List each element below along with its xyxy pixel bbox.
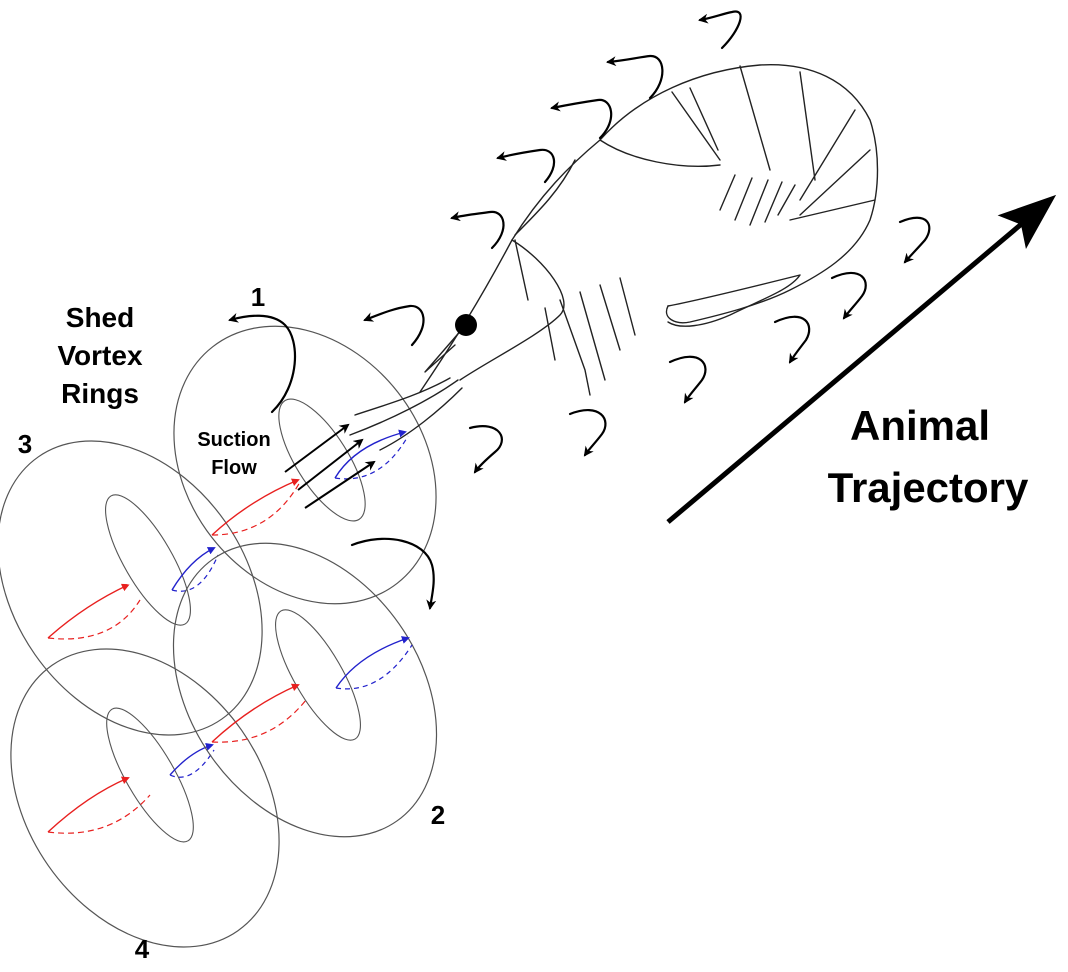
shrimp-illustration — [349, 63, 879, 451]
vortex-ring-2 — [172, 542, 438, 838]
suction-label-line1: Suction — [197, 429, 270, 451]
vortex-ring-4 — [10, 648, 280, 948]
trajectory-arrow — [666, 194, 1057, 524]
trajectory-label-line1: Animal — [850, 402, 990, 449]
vortex-ring-3 — [0, 440, 263, 736]
flow-curl-arrows — [363, 10, 931, 474]
shed-label-line3: Rings — [61, 378, 139, 409]
trajectory-label-line2: Trajectory — [828, 464, 1029, 511]
suction-flow-arrows — [284, 423, 376, 509]
ring-number-4: 4 — [135, 934, 150, 964]
shrimp-eye-icon — [455, 314, 477, 336]
ring-number-2: 2 — [431, 800, 445, 830]
suction-label-line2: Flow — [211, 457, 257, 479]
shed-label-line1: Shed — [66, 302, 134, 333]
vortex-ring-1 — [173, 313, 437, 610]
shed-label-line2: Vortex — [57, 340, 142, 371]
ring-number-1: 1 — [251, 282, 265, 312]
ring-number-3: 3 — [18, 429, 32, 459]
